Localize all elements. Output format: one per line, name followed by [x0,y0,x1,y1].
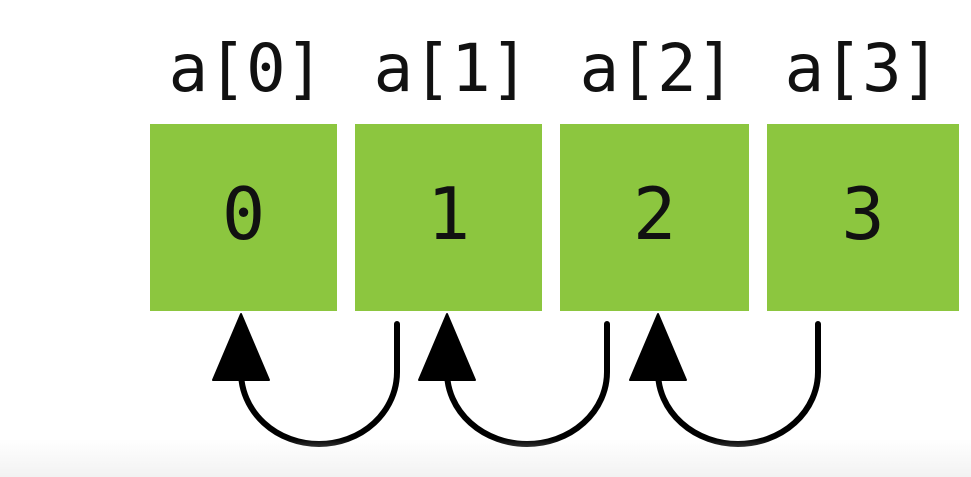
index-label-1: a[1] [373,30,530,107]
arrowhead-2 [629,313,687,381]
cell-value-1: 1 [426,171,471,256]
cell-value-0: 0 [221,171,266,256]
array-cell-1: 1 [355,124,542,311]
index-label-2: a[2] [579,30,736,107]
arrowhead-1 [418,313,476,381]
arrowhead-0 [212,313,270,381]
arrow-1-to-0-curve [238,321,400,447]
array-cell-2: 2 [560,124,749,311]
array-cell-3: 3 [767,124,959,311]
cell-value-3: 3 [841,171,885,256]
bottom-edge [0,439,971,477]
arrow-2-to-1-curve [444,321,610,447]
array-cell-0: 0 [150,124,337,311]
arrow-3-to-2-curve [655,321,821,447]
index-label-3: a[3] [784,30,941,107]
cell-value-2: 2 [632,171,677,256]
index-label-0: a[0] [168,30,325,107]
